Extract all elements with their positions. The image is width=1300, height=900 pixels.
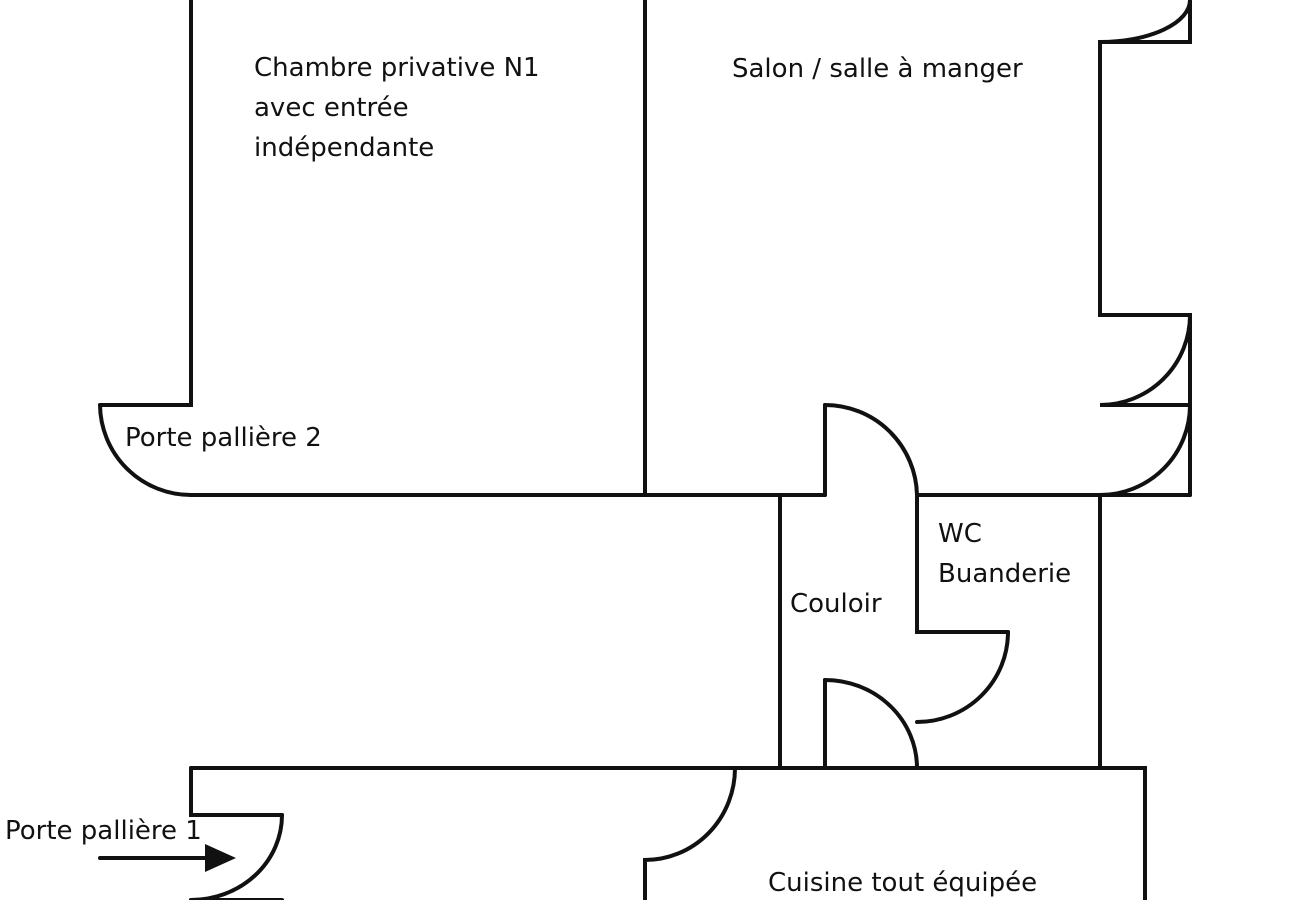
- window-arc-mid: [1099, 313, 1192, 407]
- chambre-walls: [98, 0, 827, 497]
- window-arc-bottom: [1098, 403, 1192, 497]
- entry-arrow-icon: [98, 844, 236, 872]
- window-arc-top: [1098, 0, 1192, 44]
- label-porte-palliere-1: Porte pallière 1: [5, 816, 202, 846]
- door-arc-wc: [915, 630, 1010, 724]
- label-chambre-line1: Chambre privative N1: [254, 53, 540, 83]
- couloir-wc-walls: [778, 493, 1102, 770]
- door-arc-cuisine: [823, 678, 919, 770]
- door-arc-salon: [823, 403, 919, 497]
- label-salon: Salon / salle à manger: [732, 54, 1023, 84]
- salon-walls: [823, 0, 1192, 497]
- label-wc-line1: WC: [938, 519, 982, 549]
- door-arc-entree: [643, 766, 737, 900]
- label-cuisine: Cuisine tout équipée: [768, 868, 1038, 898]
- label-chambre-line2: avec entrée: [254, 93, 409, 123]
- cuisine-walls: [189, 766, 1147, 900]
- label-chambre-line3: indépendante: [254, 133, 435, 163]
- label-porte-palliere-2: Porte pallière 2: [125, 423, 322, 453]
- label-chambre: Chambre privative N1 avec entrée indépen…: [254, 48, 540, 168]
- door-arc-porte-2: [98, 403, 193, 497]
- label-wc-line2: Buanderie: [938, 559, 1072, 589]
- label-wc: WC Buanderie: [938, 514, 1071, 594]
- label-couloir: Couloir: [790, 589, 882, 619]
